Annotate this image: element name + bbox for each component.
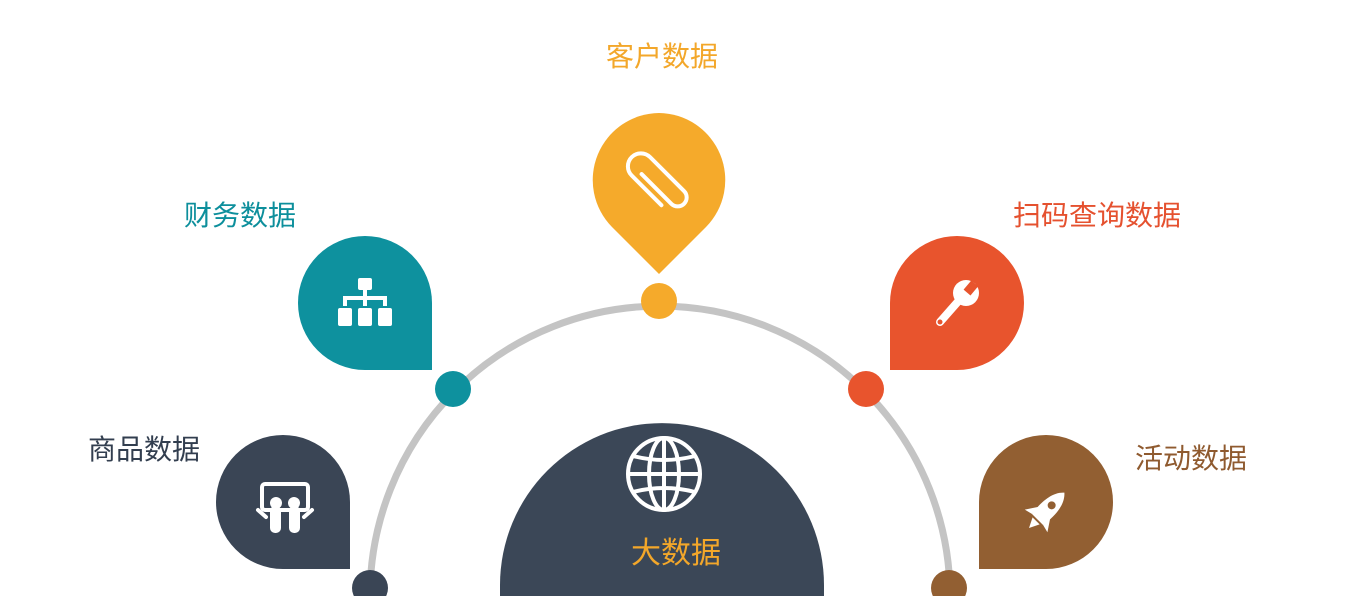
finance-dot — [435, 371, 471, 407]
activity-data-label: 活动数据 — [1135, 442, 1248, 475]
slideshare-icon — [256, 482, 314, 533]
paperclip-icon — [625, 151, 689, 209]
scan-query-data-label: 扫码查询数据 — [1013, 199, 1182, 232]
scan-dot — [848, 371, 884, 407]
product-dot — [352, 570, 388, 596]
rocket-icon — [1024, 492, 1065, 533]
sitemap-icon — [338, 278, 392, 326]
big-data-label: 大数据 — [631, 536, 721, 571]
customer-dot — [641, 283, 677, 319]
finance-data-label: 财务数据 — [184, 199, 297, 232]
customer-data-label: 客户数据 — [606, 40, 719, 73]
globe-icon — [626, 436, 702, 512]
product-drop — [216, 435, 350, 569]
activity-dot — [931, 570, 967, 596]
wrench-icon — [936, 280, 979, 326]
product-data-label: 商品数据 — [88, 433, 201, 466]
